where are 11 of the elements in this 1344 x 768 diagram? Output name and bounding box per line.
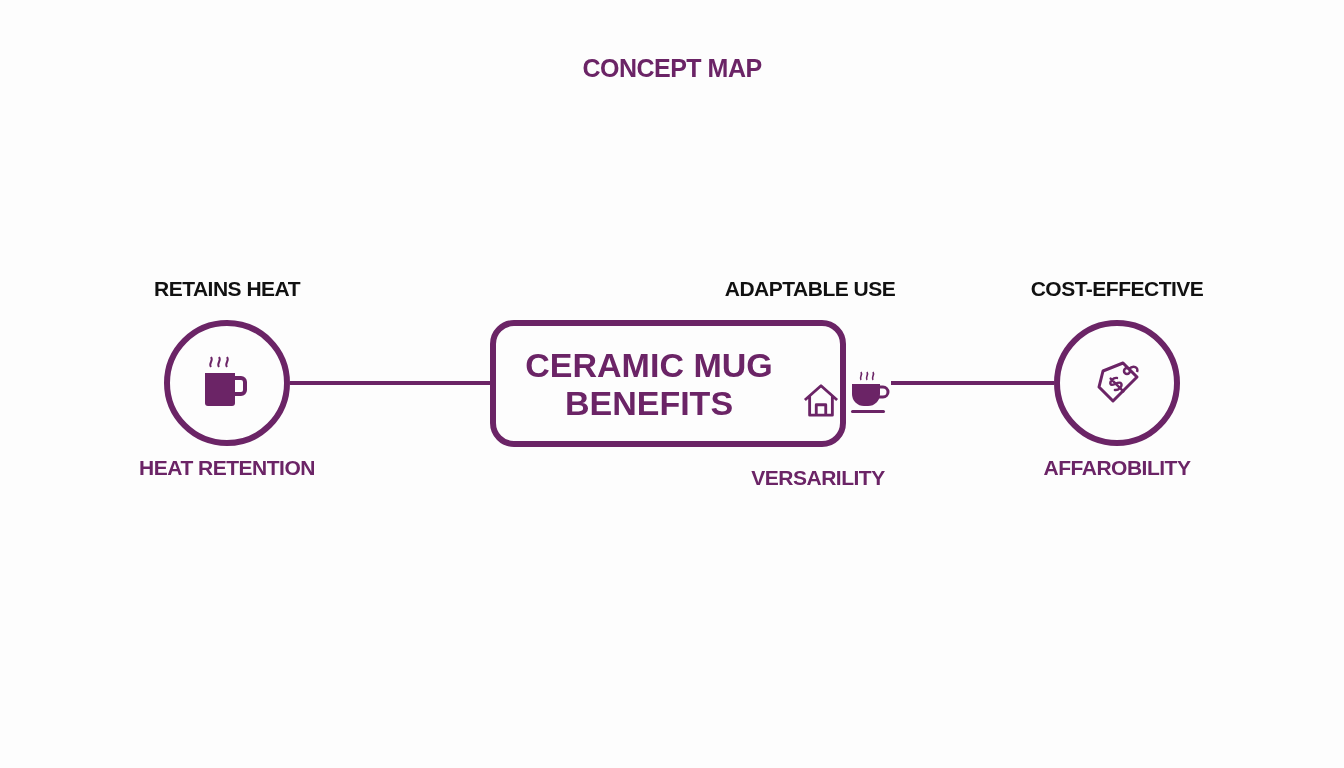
concept-name: VERSARILITY [751, 466, 885, 490]
concept-name: HEAT RETENTION [139, 456, 315, 480]
concept-heading: RETAINS HEAT [153, 277, 301, 301]
central-topic-box [490, 320, 846, 447]
diagram-title: CONCEPT MAP [582, 54, 762, 83]
connector-line [290, 381, 490, 385]
central-topic-text: CERAMIC MUG BENEFITS [524, 345, 774, 422]
concept-name: AFFAROBILITY [1043, 456, 1191, 480]
concept-heading: ADAPTABLE USE [724, 277, 896, 301]
connector-line [891, 381, 1054, 385]
concept-heading: COST-EFFECTIVE [1030, 277, 1204, 301]
